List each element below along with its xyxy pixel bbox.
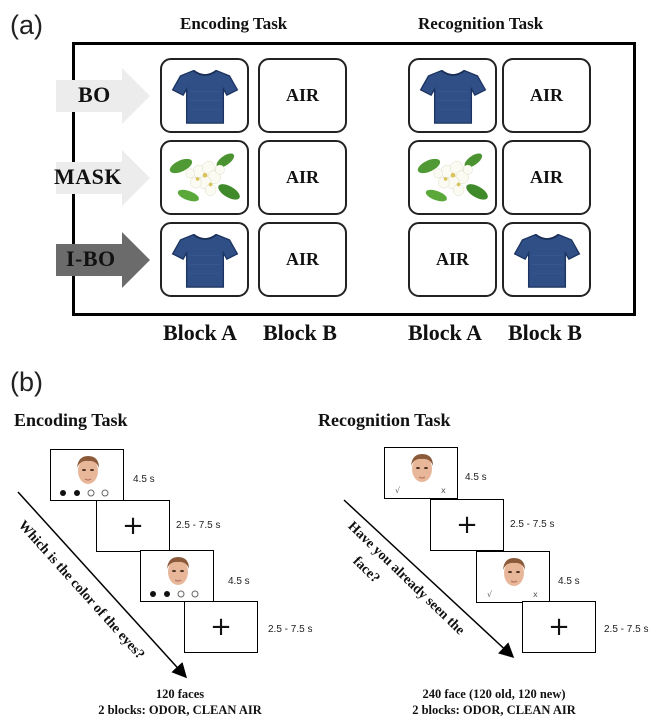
air-label: AIR [529, 167, 563, 187]
mask-arrow [56, 150, 150, 206]
encoding-block-a-bo-cell [160, 58, 249, 133]
recognition-fixation-screen-2: + [522, 601, 596, 653]
duration-label: 2.5 - 7.5 s [604, 624, 649, 635]
recognition-block-b-i-bo-cell [502, 222, 591, 297]
recognition-block-a-bo-cell [408, 58, 497, 133]
panel-b-letter: (b) [10, 367, 43, 397]
condition-label-i-bo: I-BO [66, 246, 116, 271]
fixation-cross: + [210, 612, 232, 642]
condition-label-mask: MASK [54, 164, 122, 189]
check-mark-icon: √ [395, 486, 401, 495]
encoding-sequence-title: Encoding Task [14, 410, 128, 430]
recognition-face-screen-1: √ x [384, 447, 458, 499]
block-label-encoding-b: Block B [263, 320, 337, 345]
encoding-block-a-mask-cell [160, 140, 249, 215]
encoding-face-screen-2 [140, 550, 214, 602]
encoding-block-b-bo-cell: AIR [258, 58, 347, 133]
fixation-cross: + [122, 511, 144, 541]
recognition-block-a-i-bo-cell: AIR [408, 222, 497, 297]
duration-label: 4.5 s [228, 576, 250, 587]
fixation-cross: + [548, 612, 570, 642]
condition-label-bo: BO [78, 82, 111, 107]
duration-label: 4.5 s [558, 576, 580, 587]
duration-label: 4.5 s [133, 474, 155, 485]
eye-color-options [60, 489, 109, 497]
recognition-block-b-mask-cell: AIR [502, 140, 591, 215]
panel-a-letter: (a) [10, 10, 43, 40]
recognition-fixation-screen-1: + [430, 499, 504, 551]
encoding-footer-line-2: 2 blocks: ODOR, CLEAN AIR [98, 703, 262, 717]
encoding-block-b-mask-cell: AIR [258, 140, 347, 215]
encoding-footer-line-1: 120 faces [155, 687, 205, 701]
encoding-task-title: Encoding Task [180, 14, 288, 33]
encoding-block-b-i-bo-cell: AIR [258, 222, 347, 297]
recognition-block-a-mask-cell [408, 140, 497, 215]
block-label-encoding-a: Block A [163, 320, 237, 345]
recognition-face-screen-2: √ x [476, 551, 550, 603]
recognition-footer-line-2: 2 blocks: ODOR, CLEAN AIR [412, 703, 576, 717]
i-bo-arrow [56, 232, 150, 288]
duration-label: 4.5 s [465, 472, 487, 483]
encoding-fixation-screen-2: + [184, 601, 258, 653]
recognition-block-b-bo-cell: AIR [502, 58, 591, 133]
duration-label: 2.5 - 7.5 s [176, 520, 221, 531]
fixation-cross: + [456, 510, 478, 540]
air-label: AIR [435, 249, 469, 269]
encoding-face-screen-1 [50, 449, 124, 501]
block-label-recognition-b: Block B [508, 320, 582, 345]
bo-arrow [56, 68, 150, 124]
face-image [499, 556, 529, 592]
recognition-sequence-title: Recognition Task [318, 410, 451, 430]
face-image [407, 452, 437, 488]
recognition-task-title: Recognition Task [418, 14, 544, 33]
encoding-fixation-screen-1: + [96, 500, 170, 552]
check-mark-icon: √ [487, 590, 493, 599]
x-mark-icon: x [533, 590, 538, 599]
x-mark-icon: x [441, 486, 446, 495]
encoding-block-a-i-bo-cell [160, 222, 249, 297]
air-label: AIR [285, 85, 319, 105]
duration-label: 2.5 - 7.5 s [268, 624, 313, 635]
duration-label: 2.5 - 7.5 s [510, 519, 555, 530]
eye-color-options [150, 590, 199, 598]
block-label-recognition-a: Block A [408, 320, 482, 345]
air-label: AIR [285, 167, 319, 187]
recognition-footer-line-1: 240 face (120 old, 120 new) [422, 687, 566, 701]
air-label: AIR [529, 85, 563, 105]
air-label: AIR [285, 249, 319, 269]
